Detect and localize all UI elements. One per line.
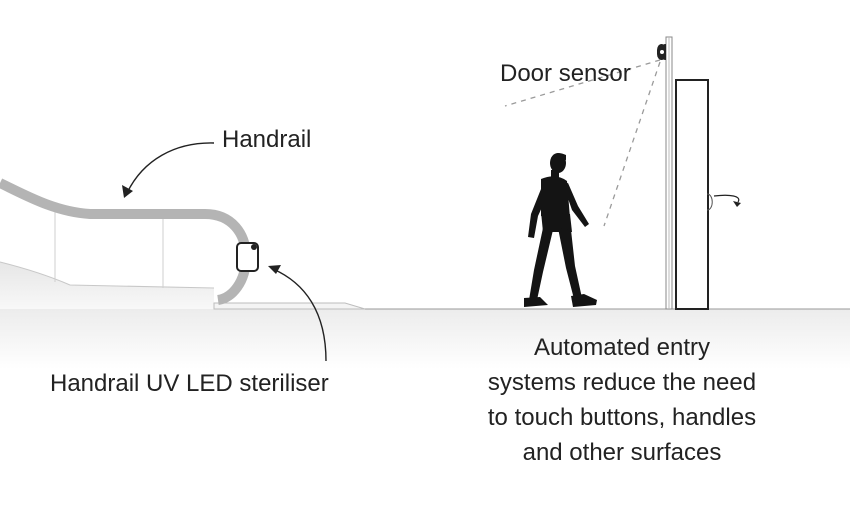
door-sensor-label: Door sensor <box>500 60 631 87</box>
uv-steriliser-label: Handrail UV LED steriliser <box>50 370 329 397</box>
door <box>675 79 709 310</box>
sensor-beam-lower <box>603 61 661 227</box>
uv-steriliser-device <box>236 242 259 272</box>
door-handle <box>706 193 713 211</box>
escalator-step-line <box>0 261 215 289</box>
caption-line: systems reduce the need <box>487 369 757 396</box>
door-swing-arrowhead <box>733 201 741 207</box>
caption-line: to touch buttons, handles <box>487 404 757 431</box>
uv-steriliser-led <box>251 244 257 250</box>
handrail-arrowhead <box>122 185 133 198</box>
uv-arrowhead <box>268 265 281 274</box>
person-silhouette <box>524 153 597 307</box>
uv-arrow <box>272 268 327 362</box>
caption: Automated entry systems reduce the need … <box>452 330 792 470</box>
sensor-beam-upper <box>504 59 661 107</box>
caption-line: Automated entry <box>533 334 711 361</box>
floor <box>0 309 850 369</box>
handrail <box>0 178 252 305</box>
caption-line: and other surfaces <box>522 439 722 466</box>
handrail-arrow <box>126 142 215 194</box>
handrail-label: Handrail <box>222 126 312 153</box>
escalator-base <box>0 262 214 309</box>
landing-plate <box>213 302 366 310</box>
door-swing-arrow <box>713 194 740 203</box>
